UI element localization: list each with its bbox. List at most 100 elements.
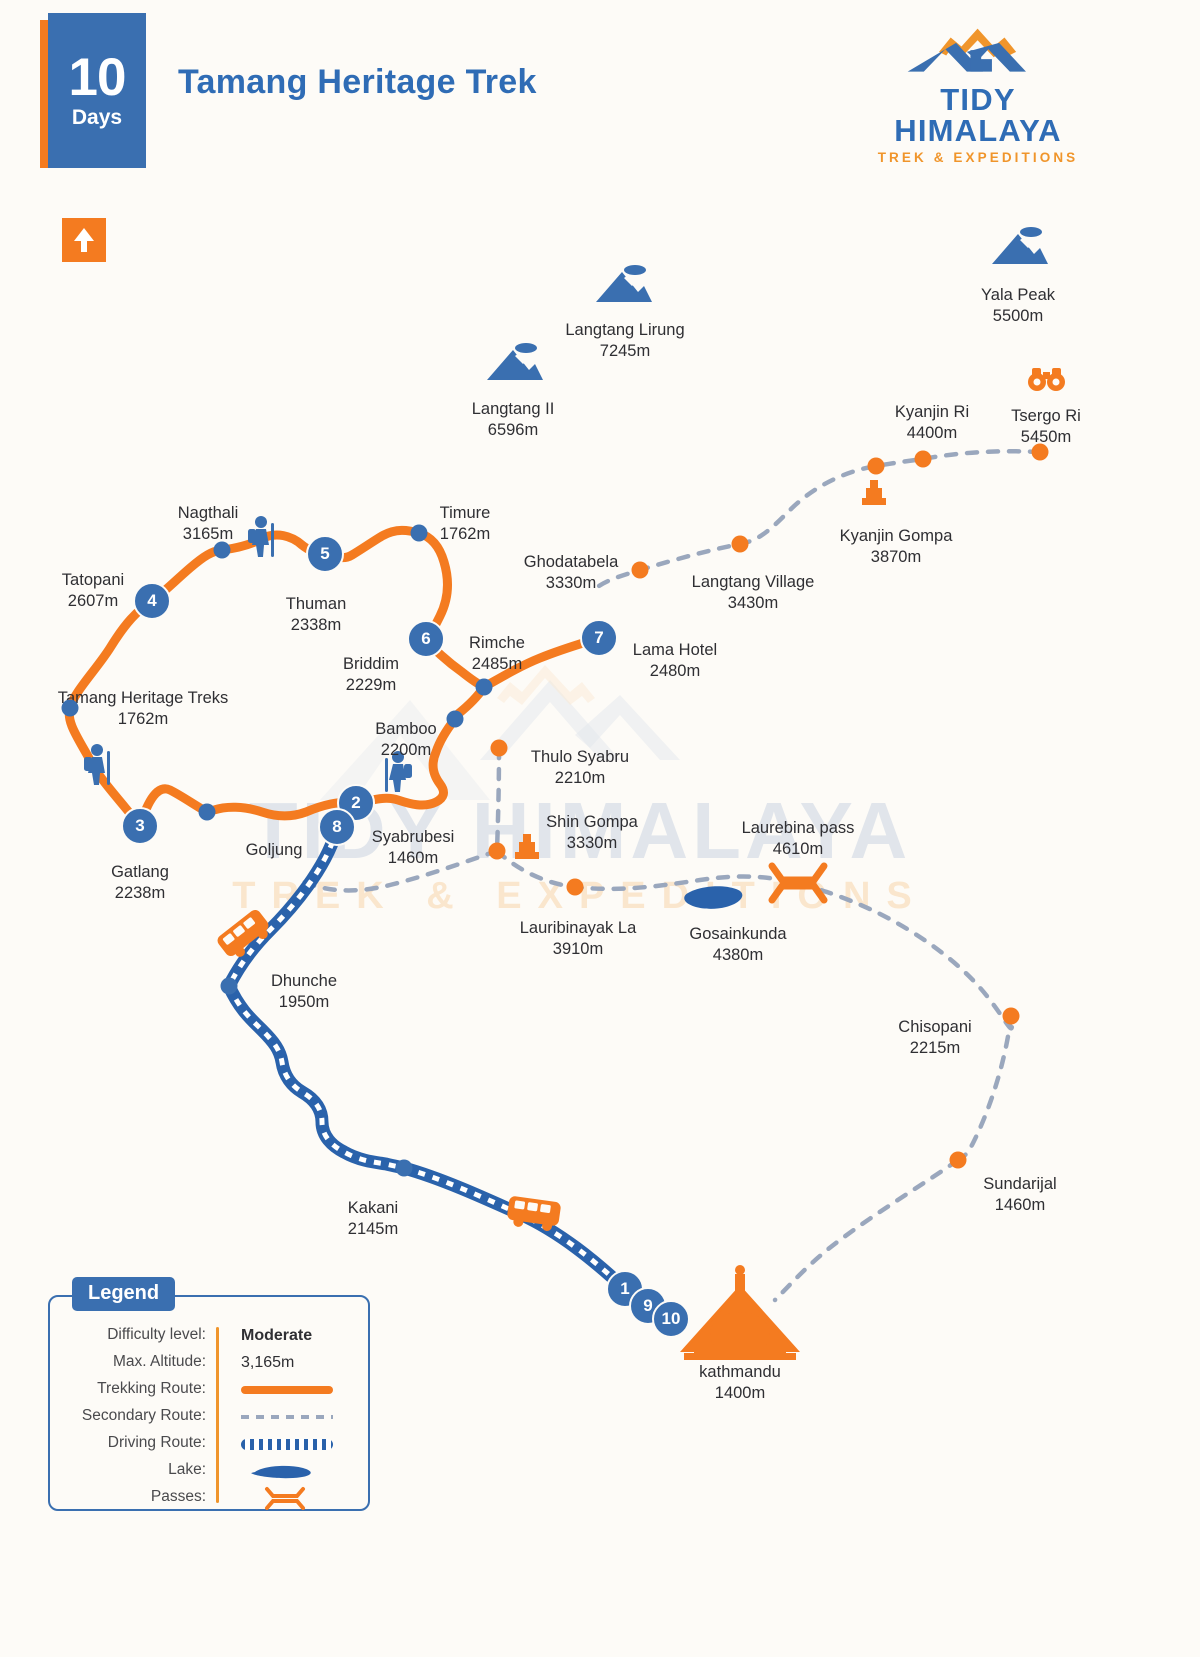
place-altitude: 2338m [290, 615, 342, 634]
place-name: Kakani [347, 1199, 399, 1217]
driving-route-swatch [241, 1438, 333, 1450]
day-marker[interactable]: 10 [652, 1300, 690, 1338]
peak-name: Tsergo Ri [1011, 407, 1081, 425]
secondary-waypoint-dot[interactable] [566, 878, 584, 896]
place-name: Gatlang [111, 863, 169, 881]
peak-altitude: 5500m [992, 306, 1044, 325]
place-altitude: 3430m [727, 593, 779, 612]
day-marker[interactable]: 4 [133, 582, 171, 620]
secondary-waypoint-dot[interactable] [631, 561, 649, 579]
days-label: Days [71, 106, 123, 130]
day-marker[interactable]: 6 [407, 620, 445, 658]
place-name: Briddim [343, 655, 399, 673]
route-waypoint-dot[interactable] [410, 524, 428, 542]
legend-value-column: Moderate 3,165m [219, 1327, 368, 1510]
temple-icon [680, 1265, 800, 1360]
place-altitude: 1762m [117, 709, 169, 728]
place-altitude: 1460m [994, 1195, 1046, 1214]
legend-row-value: Moderate [241, 1327, 368, 1345]
legend-value-text: Moderate [241, 1327, 313, 1344]
route-waypoint-dot[interactable] [198, 803, 216, 821]
place-name: Lama Hotel [632, 641, 718, 659]
place-name: Thulo Syabru [530, 748, 630, 766]
passes-swatch-icon [265, 1487, 305, 1510]
route-waypoint-dot[interactable] [446, 710, 464, 728]
place-altitude: 4610m [772, 839, 824, 858]
day-marker[interactable]: 2 [337, 784, 375, 822]
secondary-waypoint-dot[interactable] [1002, 1007, 1020, 1025]
place-altitude: 2607m [67, 591, 119, 610]
place-name: Nagthali [177, 504, 239, 522]
place-label: Tamang Heritage Treks 1762m [58, 688, 229, 729]
place-altitude: 1762m [439, 524, 491, 543]
place-altitude: 1460m [387, 848, 439, 867]
place-altitude: 3870m [870, 547, 922, 566]
legend-divider [216, 1327, 219, 1503]
logo-tagline: TREK & EXPEDITIONS [877, 150, 1079, 165]
place-name: Dhunche [270, 972, 338, 990]
lake-swatch-icon [251, 1465, 311, 1479]
day-marker[interactable]: 8 [318, 808, 356, 846]
legend-title: Legend [72, 1277, 176, 1311]
legend-row-value [241, 1435, 368, 1453]
legend-label-column: Difficulty level:Max. Altitude:Trekking … [50, 1327, 216, 1507]
pass-icon [768, 862, 828, 904]
place-altitude: 3330m [545, 573, 597, 592]
legend-value-text: 3,165m [241, 1354, 295, 1371]
route-waypoint-dot[interactable] [61, 699, 79, 717]
legend-row-label: Secondary Route: [81, 1407, 206, 1424]
legend-row-value [241, 1381, 368, 1399]
place-name: Tatopani [61, 571, 125, 589]
place-altitude: 3165m [182, 524, 234, 543]
route-waypoint-dot[interactable] [220, 977, 238, 995]
place-name: Gosainkunda [689, 925, 787, 943]
legend-row-label: Driving Route: [107, 1434, 206, 1451]
place-altitude: 2210m [554, 768, 606, 787]
place-altitude: 2238m [114, 883, 166, 902]
place-altitude: 3330m [566, 833, 618, 852]
secondary-waypoint-dot[interactable] [731, 535, 749, 553]
peak-name: Kyanjin Ri [894, 403, 970, 421]
secondary-waypoint-dot[interactable] [949, 1151, 967, 1169]
place-name: Tamang Heritage Treks [57, 689, 229, 707]
place-name: Thuman [285, 595, 347, 613]
secondary-waypoint-dot[interactable] [1031, 443, 1049, 461]
place-label: Nagthali 3165m [178, 503, 239, 544]
binoculars-icon [1028, 368, 1065, 391]
day-marker[interactable]: 5 [306, 535, 344, 573]
secondary-route-swatch [241, 1415, 333, 1419]
secondary-waypoint-dot[interactable] [490, 739, 508, 757]
secondary-waypoint-dot[interactable] [914, 450, 932, 468]
days-number: 10 [68, 48, 127, 108]
mountain-logo-icon [908, 28, 1027, 72]
secondary-waypoint-dot[interactable] [488, 842, 506, 860]
day-marker[interactable]: 3 [121, 807, 159, 845]
lake-shape [684, 886, 743, 909]
legend-row-value [241, 1487, 368, 1510]
legend-row-label: Lake: [168, 1461, 206, 1478]
place-altitude: 2215m [909, 1038, 961, 1057]
page-header: 10 Days Tamang Heritage Trek TIDY HIMALA… [0, 0, 1200, 180]
route-waypoint-dot[interactable] [395, 1159, 413, 1177]
legend-row-value: 3,165m [241, 1354, 368, 1372]
route-waypoint-dot[interactable] [475, 678, 493, 696]
day-marker[interactable]: 7 [580, 619, 618, 657]
peak-altitude: 6596m [487, 420, 539, 439]
place-name: Rimche [469, 634, 525, 652]
peak-altitude: 7245m [599, 341, 651, 360]
secondary-waypoint-dot[interactable] [867, 457, 885, 475]
route-waypoint-dot[interactable] [213, 541, 231, 559]
